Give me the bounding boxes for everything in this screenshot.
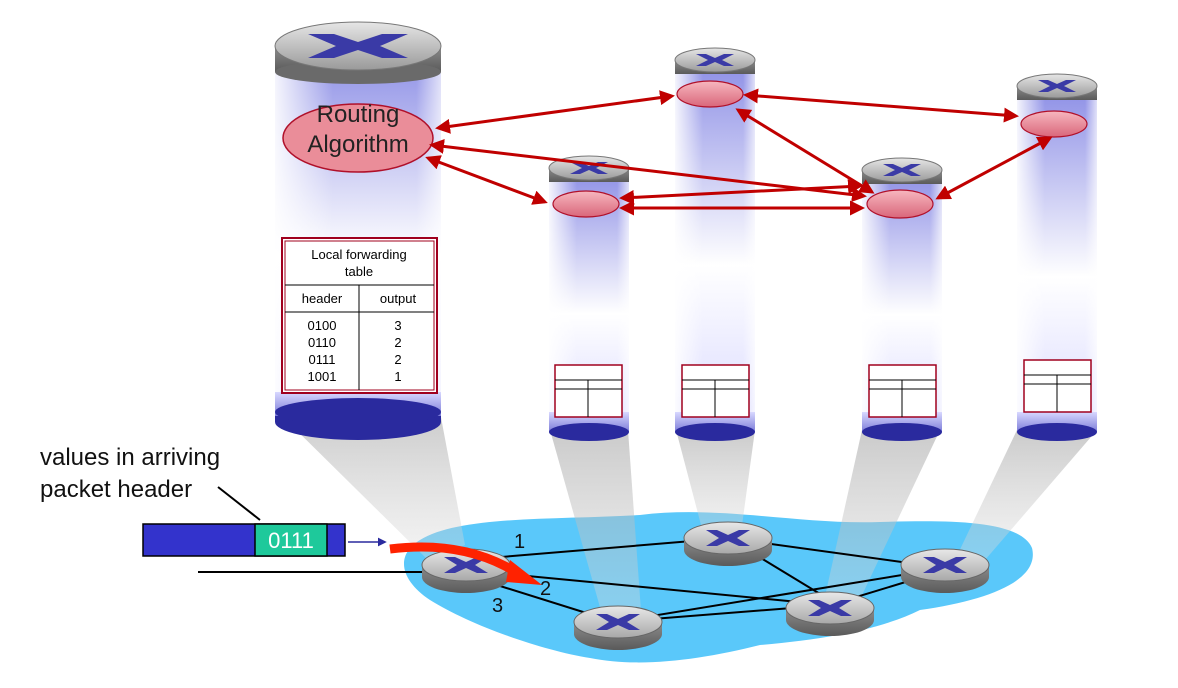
table-cell-output: 1 xyxy=(394,369,401,384)
port-1-label: 1 xyxy=(514,531,525,553)
router-x-icon xyxy=(444,557,488,573)
table-cell-header: 1001 xyxy=(308,369,337,384)
forwarding-arrow xyxy=(389,542,523,578)
router-x-icon xyxy=(883,164,921,176)
small-table-2 xyxy=(554,364,623,418)
small-tables xyxy=(554,359,1092,418)
network-routers xyxy=(421,521,990,650)
small-table-4 xyxy=(868,364,937,418)
table-cell-header: 0110 xyxy=(308,335,336,350)
routing-arrows xyxy=(425,88,1053,216)
routing-oval-4 xyxy=(866,189,934,219)
router-x-icon xyxy=(923,557,967,573)
network-router-right xyxy=(900,548,990,593)
small-table-5 xyxy=(1023,359,1092,413)
router-x-icon xyxy=(706,530,750,546)
arriving-label-2: packet header xyxy=(40,476,192,503)
projection-beams xyxy=(278,412,1097,625)
forwarding-arrowhead xyxy=(506,560,542,585)
routing-oval-5 xyxy=(1020,110,1088,138)
port-2-label: 2 xyxy=(540,578,551,600)
packet-header-value: 0111 xyxy=(268,528,314,553)
router-x-icon xyxy=(308,34,408,58)
routing-algorithm-label-1: Routing xyxy=(317,101,400,128)
col-output-label: output xyxy=(380,291,417,306)
table-cell-output: 2 xyxy=(394,352,401,367)
col-header-label: header xyxy=(302,291,343,306)
arriving-label-1: values in arriving xyxy=(40,444,220,471)
forwarding-table: Local forwarding table header output 010… xyxy=(281,237,438,394)
table-cell-header: 0100 xyxy=(308,318,337,333)
router-x-icon xyxy=(808,600,852,616)
network-router-lower-right xyxy=(785,591,875,636)
network-router-main xyxy=(421,548,511,593)
table-title-2: table xyxy=(345,264,373,279)
port-3-label: 3 xyxy=(492,595,503,617)
table-cell-output: 3 xyxy=(394,318,401,333)
table-title-1: Local forwarding xyxy=(311,247,406,262)
network-router-bottom xyxy=(573,605,663,650)
small-table-3 xyxy=(681,364,750,418)
router-x-icon xyxy=(596,614,640,630)
table-cell-output: 2 xyxy=(394,335,401,350)
routing-algorithm-label-2: Algorithm xyxy=(307,131,408,158)
network-router-top xyxy=(683,521,773,566)
routing-oval-3 xyxy=(676,80,744,108)
label-pointer-line xyxy=(217,486,261,521)
table-cell-header: 0111 xyxy=(309,352,336,367)
routing-algorithm-oval xyxy=(282,103,434,173)
router-x-icon xyxy=(1038,80,1076,92)
arriving-packet: 0111 xyxy=(142,523,346,557)
routing-oval-2 xyxy=(552,190,620,218)
router-x-icon xyxy=(696,54,734,66)
